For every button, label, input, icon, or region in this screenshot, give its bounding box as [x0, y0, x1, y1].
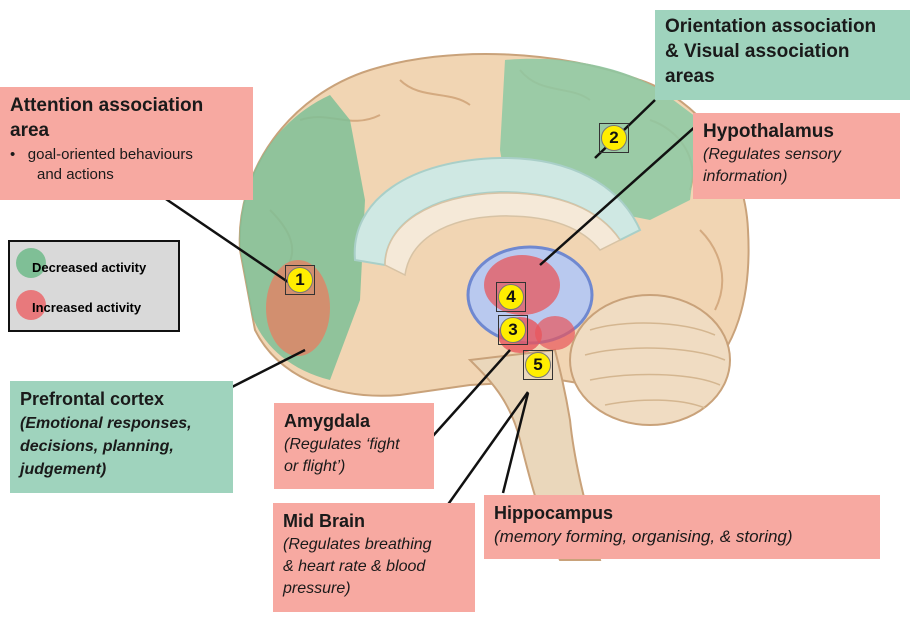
- midbrain-desc-2: & heart rate & blood: [283, 558, 426, 575]
- hypothalamus-title: Hypothalamus: [703, 121, 834, 142]
- attention-bullet: • goal-oriented behaviours: [10, 145, 243, 165]
- amygdala-box: Amygdala (Regulates ‘fight or flight’): [274, 403, 434, 489]
- hippocampus-desc: (memory forming, organising, & storing): [494, 527, 793, 546]
- marker-3-frame: [498, 315, 528, 345]
- amygdala-desc-2: or flight’): [284, 458, 346, 475]
- marker-2-badge: 2: [601, 125, 627, 151]
- marker-1: 1: [285, 265, 315, 295]
- orientation-title: Orientation association: [665, 16, 877, 37]
- orientation-box: Orientation association & Visual associa…: [655, 10, 910, 100]
- midbrain-desc-3: pressure): [283, 580, 351, 597]
- marker-4-frame: [496, 282, 526, 312]
- marker-4-badge: 4: [498, 284, 524, 310]
- marker-5-frame: [523, 350, 553, 380]
- hypothalamus-desc-2: information): [703, 168, 788, 185]
- corpus-callosum: [384, 192, 622, 277]
- hypothalamus-desc: (Regulates sensory: [703, 146, 841, 163]
- marker-1-badge: 1: [287, 267, 313, 293]
- attention-title: Attention association: [10, 95, 204, 116]
- midbrain-desc: (Regulates breathing: [283, 536, 432, 553]
- marker-2-frame: [599, 123, 629, 153]
- attention-box: Attention association area • goal-orient…: [0, 87, 253, 200]
- amygdala-desc: (Regulates ‘fight: [284, 436, 400, 453]
- bullet-dot: •: [10, 146, 28, 163]
- cerebellum-folds: [584, 322, 726, 409]
- legend-increased-label: Increased activity: [32, 300, 142, 315]
- attention-title-2: area: [10, 120, 50, 141]
- orientation-title-3: areas: [665, 66, 715, 87]
- attention-bullet-line1: goal-oriented behaviours: [27, 146, 193, 163]
- legend: Decreased activity Increased activity: [8, 240, 180, 332]
- midbrain-box: Mid Brain (Regulates breathing & heart r…: [273, 503, 475, 612]
- orientation-title-2: & Visual association: [665, 41, 850, 62]
- marker-1-frame: [285, 265, 315, 295]
- legend-increased-swatch: [16, 290, 46, 320]
- midbrain-highlight: [535, 316, 575, 350]
- legend-decreased-label: Decreased activity: [32, 260, 147, 275]
- hippocampus-box: Hippocampus (memory forming, organising,…: [484, 495, 880, 559]
- marker-5-badge: 5: [525, 352, 551, 378]
- attention-bullet-line2: and actions: [37, 166, 114, 183]
- hypothalamus-box: Hypothalamus (Regulates sensory informat…: [693, 113, 900, 199]
- prefrontal-title: Prefrontal cortex: [20, 389, 165, 409]
- marker-3-badge: 3: [500, 317, 526, 343]
- marker-2: 2: [599, 123, 629, 153]
- legend-decreased-swatch: [16, 248, 46, 278]
- prefrontal-desc: (Emotional responses,: [20, 415, 192, 432]
- marker-5: 5: [523, 350, 553, 380]
- midbrain-title: Mid Brain: [283, 511, 366, 531]
- prefrontal-box: Prefrontal cortex (Emotional responses, …: [10, 381, 233, 493]
- cerebellum: [569, 294, 731, 426]
- marker-4: 4: [496, 282, 526, 312]
- prefrontal-desc-2: decisions, planning,: [20, 438, 174, 455]
- marker-3: 3: [498, 315, 528, 345]
- prefrontal-desc-3: judgement): [20, 461, 107, 478]
- amygdala-title: Amygdala: [284, 411, 371, 431]
- hippocampus-title: Hippocampus: [494, 503, 614, 523]
